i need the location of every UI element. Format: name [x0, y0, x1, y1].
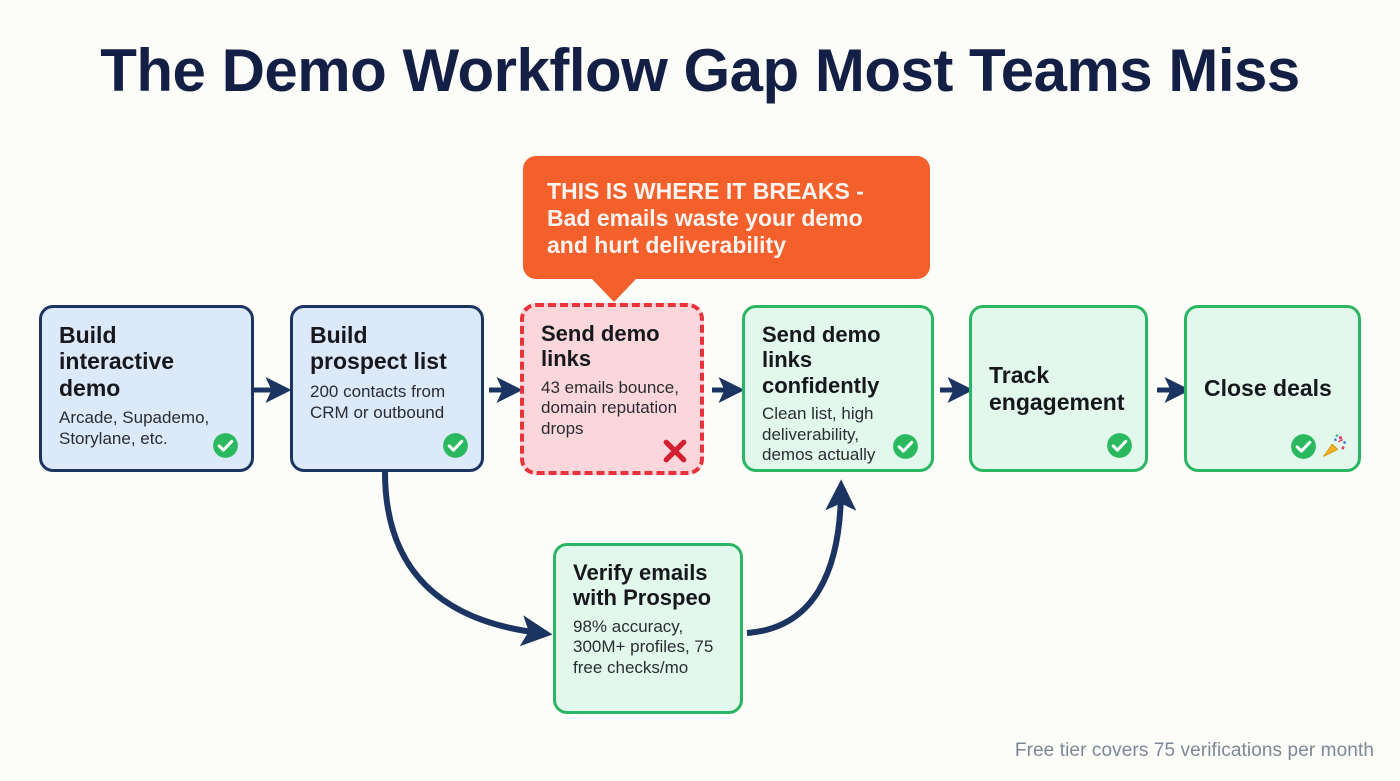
node-text-wrap: Track engagement [989, 362, 1128, 415]
node-title: Build prospect list [310, 322, 447, 375]
node-badges [1290, 432, 1348, 460]
check-circle-icon [893, 434, 918, 459]
check-circle-icon [1291, 433, 1316, 459]
node-subtitle: 43 emails bounce, domain reputation drop… [541, 377, 679, 439]
x-mark-icon [663, 439, 687, 463]
node-title: Track engagement [989, 362, 1125, 415]
check-circle-icon [443, 433, 468, 458]
callout-tail-icon [591, 278, 637, 302]
node-badges [1106, 432, 1133, 459]
node-verify-emails-with-prospeo[interactable]: Verify emails with Prospeo 98% accuracy,… [553, 543, 743, 714]
check-circle-icon [1107, 433, 1132, 458]
party-popper-icon [1323, 434, 1346, 457]
node-title: Close deals [1204, 375, 1332, 402]
page-title: The Demo Workflow Gap Most Teams Miss [100, 37, 1300, 104]
node-subtitle: Arcade, Supademo, Storylane, etc. [59, 408, 210, 449]
connector-prospect-to-verify [382, 471, 553, 647]
node-badges [660, 436, 690, 466]
node-subtitle: 200 contacts from CRM or outbound [310, 381, 446, 422]
node-close-deals[interactable]: Close deals [1184, 305, 1361, 472]
connector-verify-to-send-confident [746, 479, 857, 636]
node-title: Send demo links confidently [762, 322, 881, 398]
node-badges [212, 432, 239, 459]
node-track-engagement[interactable]: Track engagement [969, 305, 1148, 472]
node-badges [442, 432, 469, 459]
node-subtitle: Clean list, high deliverability, demos a… [762, 403, 876, 469]
callout-text: THIS IS WHERE IT BREAKS - Bad emails was… [547, 178, 864, 259]
node-build-interactive-demo[interactable]: Build interactive demo Arcade, Supademo,… [39, 305, 254, 472]
node-send-demo-links-broken[interactable]: Send demo links 43 emails bounce, domain… [520, 303, 704, 475]
node-subtitle: 98% accuracy, 300M+ profiles, 75 free ch… [573, 616, 714, 678]
node-title: Verify emails with Prospeo [573, 560, 712, 611]
node-badges [892, 433, 919, 460]
footer-note: Free tier covers 75 verifications per mo… [1014, 740, 1374, 761]
node-text-wrap: Close deals [1204, 375, 1332, 401]
node-title: Send demo links [541, 321, 660, 372]
callout-warning: THIS IS WHERE IT BREAKS - Bad emails was… [523, 156, 930, 279]
node-title: Build interactive demo [59, 322, 175, 401]
node-build-prospect-list[interactable]: Build prospect list 200 contacts from CR… [290, 305, 484, 472]
node-send-demo-links-confidently[interactable]: Send demo links confidently Clean list, … [742, 305, 934, 472]
check-circle-icon [213, 433, 238, 458]
